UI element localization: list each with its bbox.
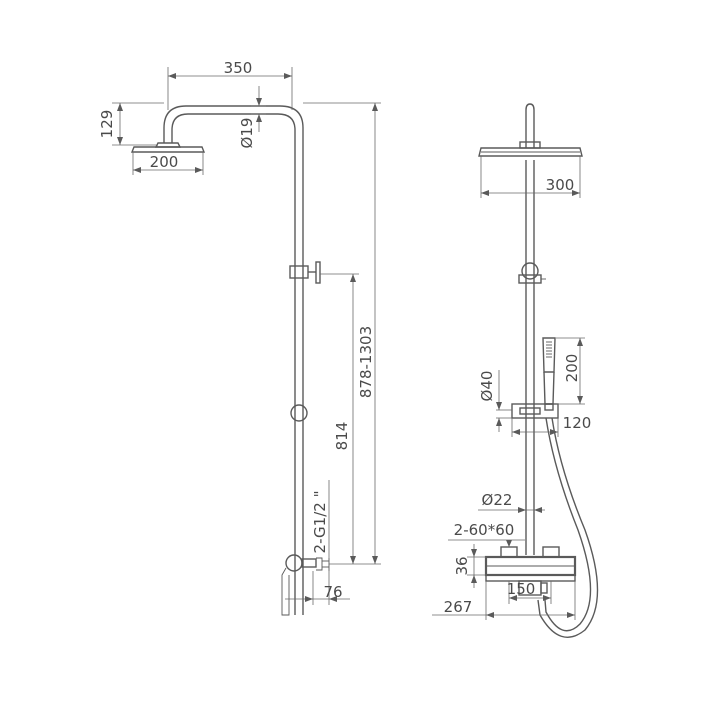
dim-267: 267 (432, 581, 576, 620)
dim-200-front: 200 (556, 337, 585, 405)
front-hand-shower (542, 337, 556, 411)
side-shower-head (130, 142, 206, 153)
dim-129: 129 (98, 102, 164, 146)
side-pipe-joint (290, 404, 308, 422)
dim-350-label: 350 (224, 59, 253, 77)
dim-267-label: 267 (444, 598, 473, 616)
dim-36-label: 36 (453, 556, 471, 575)
front-hand-shower-bracket (511, 403, 559, 419)
dim-flange-60x60-label: 2-60*60 (454, 521, 515, 539)
dim-dia-19: Ø19 (238, 86, 266, 148)
dim-dia-40-label: Ø40 (478, 371, 496, 402)
dim-120: 120 (511, 414, 592, 437)
dim-814-label: 814 (333, 422, 351, 451)
front-mixer-body (484, 546, 577, 596)
dim-150-label: 150 (507, 580, 536, 598)
dim-200-front-label: 200 (563, 354, 581, 383)
dim-300-label: 300 (546, 176, 575, 194)
dim-thread-g12: 2-G1/2 " (311, 480, 330, 560)
dim-dia-22-label: Ø22 (482, 491, 513, 509)
side-slider-holder (289, 261, 321, 284)
dim-36: 36 (453, 544, 486, 588)
dim-350: 350 (167, 59, 293, 110)
dim-878-1303: 878-1303 (303, 102, 381, 565)
front-riser-pipe (525, 103, 535, 555)
dim-76: 76 (285, 571, 350, 605)
front-flexible-hose (537, 417, 599, 638)
side-riser-pipe (163, 105, 304, 615)
side-view: 350 129 Ø19 200 (98, 59, 381, 616)
dim-120-label: 120 (563, 414, 592, 432)
dim-814: 814 (320, 273, 359, 564)
dim-300: 300 (480, 156, 581, 198)
dim-129-label: 129 (98, 110, 116, 139)
dim-76-label: 76 (323, 583, 342, 601)
front-slider-holder (518, 262, 546, 284)
dim-200-side-label: 200 (150, 153, 179, 171)
dim-150: 150 (507, 580, 552, 604)
dim-dia-40: Ø40 (478, 370, 512, 432)
dim-878-1303-label: 878-1303 (357, 326, 375, 398)
dim-thread-g12-label: 2-G1/2 " (311, 491, 329, 554)
dim-flange-60x60: 2-60*60 (448, 521, 525, 547)
dim-dia-22: Ø22 (478, 491, 545, 513)
front-shower-head (478, 141, 583, 157)
dim-200-side: 200 (132, 152, 204, 175)
dim-dia-19-label: Ø19 (238, 118, 256, 149)
side-mixer-connector (281, 554, 330, 616)
front-view: 300 200 Ø40 120 (432, 103, 599, 638)
